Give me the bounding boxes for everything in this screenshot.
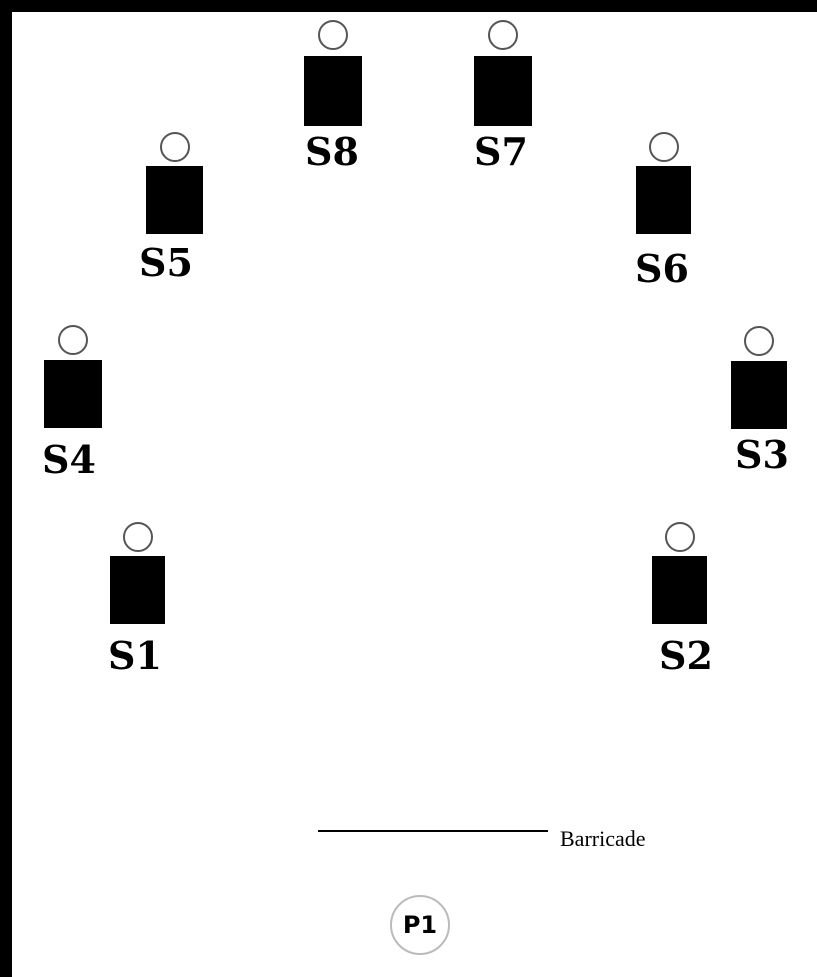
barricade-line <box>318 830 548 832</box>
body-block <box>110 556 165 624</box>
station-figure-s4 <box>44 325 102 428</box>
head-icon <box>58 325 88 355</box>
head-icon <box>318 20 348 50</box>
station-figure-s2 <box>652 522 707 624</box>
body-block <box>44 360 102 428</box>
barricade-label: Barricade <box>560 826 646 851</box>
body-block <box>636 166 691 234</box>
body-block <box>304 56 362 126</box>
head-icon <box>664 522 695 552</box>
station-label-s6: S6 <box>635 246 689 291</box>
station-label-s8: S8 <box>305 129 359 174</box>
body-block <box>474 56 532 126</box>
station-label-s1: S1 <box>108 633 162 678</box>
body-block <box>731 361 787 429</box>
station-label-s2: S2 <box>659 633 713 678</box>
head-icon <box>488 20 518 50</box>
station-label-s7: S7 <box>474 129 528 174</box>
station-figure-s8 <box>304 20 362 126</box>
head-icon <box>122 522 153 552</box>
station-figure-s7 <box>474 20 532 126</box>
body-block <box>146 166 203 234</box>
station-label-s5: S5 <box>139 240 193 285</box>
station-label-s3: S3 <box>735 432 789 477</box>
station-label-s4: S4 <box>42 437 96 482</box>
head-icon <box>744 326 774 356</box>
station-figure-s3 <box>731 326 787 429</box>
head-icon <box>648 132 679 162</box>
head-icon <box>159 132 190 162</box>
body-block <box>652 556 707 624</box>
station-figure-s5 <box>146 132 203 234</box>
p1-label: P1 <box>402 911 438 939</box>
p1-circle: P1 <box>390 895 450 955</box>
station-figure-s6 <box>636 132 691 234</box>
station-figure-s1 <box>110 522 165 624</box>
